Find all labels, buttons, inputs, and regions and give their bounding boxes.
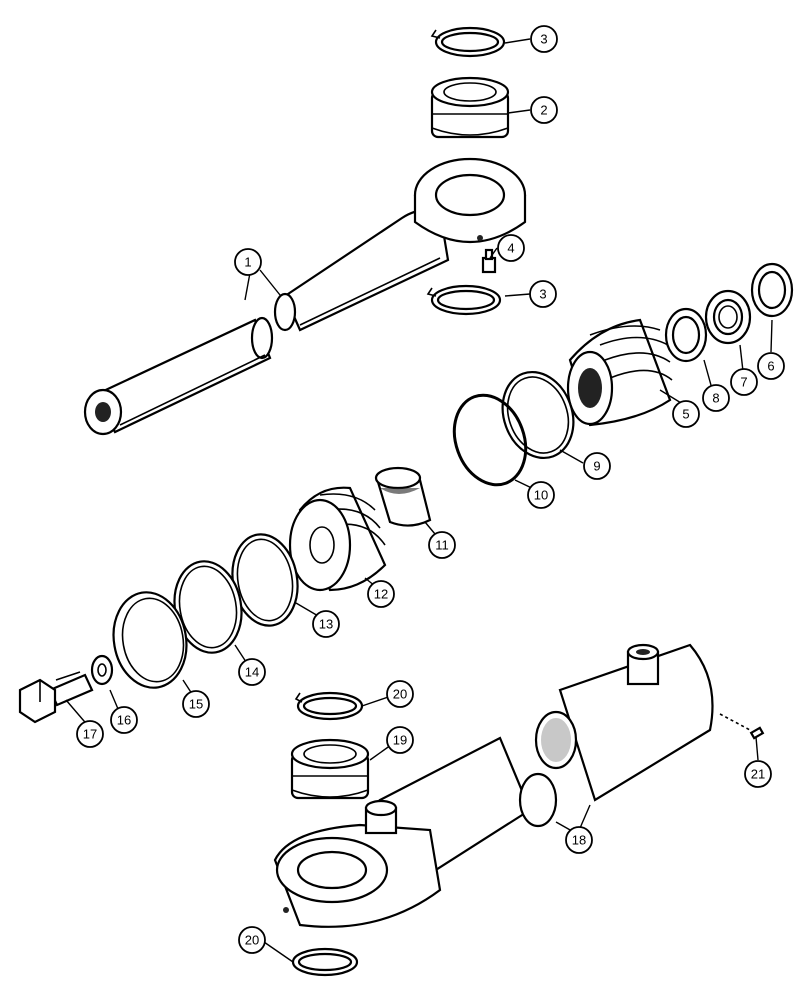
piston-12	[288, 486, 387, 592]
wiper-6	[750, 262, 794, 318]
callout-3-lower: 3	[529, 280, 557, 308]
callout-label: 12	[374, 587, 388, 602]
callout-label: 18	[572, 833, 586, 848]
callout-label: 7	[740, 375, 747, 390]
callout-20-lower: 20	[238, 926, 266, 954]
screw-21	[719, 713, 765, 740]
callout-20-upper: 20	[386, 680, 414, 708]
callout-18: 18	[565, 826, 593, 854]
callout-15: 15	[182, 690, 210, 718]
callout-7: 7	[730, 368, 758, 396]
callout-label: 5	[682, 407, 689, 422]
callout-label: 16	[117, 713, 131, 728]
sleeve-11	[374, 466, 432, 527]
bearing-19	[290, 738, 370, 800]
callout-5: 5	[672, 400, 700, 428]
callout-label: 20	[245, 933, 259, 948]
ring-8	[664, 307, 708, 363]
o-ring-10	[452, 393, 528, 487]
callout-label: 10	[534, 488, 548, 503]
callout-8: 8	[702, 384, 730, 412]
cylinder-base-eye	[273, 799, 442, 928]
callout-13: 13	[312, 610, 340, 638]
snap-ring-20-upper	[294, 691, 364, 721]
callout-label: 8	[712, 391, 719, 406]
callout-label: 20	[393, 687, 407, 702]
callout-1: 1	[234, 248, 262, 276]
callout-label: 4	[507, 241, 514, 256]
callout-label: 3	[539, 287, 546, 302]
callout-6: 6	[757, 352, 785, 380]
callout-label: 2	[540, 103, 547, 118]
callout-label: 1	[244, 255, 251, 270]
callout-11: 11	[428, 531, 456, 559]
callout-label: 13	[319, 617, 333, 632]
callout-label: 9	[593, 459, 600, 474]
callout-9: 9	[583, 452, 611, 480]
bearing-top	[430, 76, 510, 139]
callout-17: 17	[76, 720, 104, 748]
snap-ring-20-lower	[291, 947, 359, 977]
callout-19: 19	[386, 726, 414, 754]
bolt-17	[18, 671, 94, 724]
callout-21: 21	[744, 760, 772, 788]
callout-label: 11	[435, 538, 449, 553]
callout-label: 15	[189, 697, 203, 712]
callout-label: 14	[245, 665, 259, 680]
callout-label: 19	[393, 733, 407, 748]
backup-ring-9	[501, 370, 575, 460]
callout-label: 21	[751, 767, 765, 782]
callout-label: 6	[767, 359, 774, 374]
snap-ring-lower	[426, 284, 502, 316]
callout-label: 3	[540, 32, 547, 47]
seal-7	[704, 289, 752, 345]
callout-3-top: 3	[530, 25, 558, 53]
callout-10: 10	[527, 481, 555, 509]
callout-label: 17	[83, 727, 97, 742]
snap-ring-top	[430, 26, 506, 58]
callout-12: 12	[367, 580, 395, 608]
washer-16	[90, 654, 114, 686]
rod-lower	[83, 316, 274, 436]
wear-ring-15	[112, 591, 188, 689]
callout-4: 4	[497, 234, 525, 262]
callout-16: 16	[110, 706, 138, 734]
rod-eye-upper	[273, 157, 527, 332]
callout-14: 14	[238, 658, 266, 686]
gland	[566, 318, 673, 427]
callout-2: 2	[530, 96, 558, 124]
